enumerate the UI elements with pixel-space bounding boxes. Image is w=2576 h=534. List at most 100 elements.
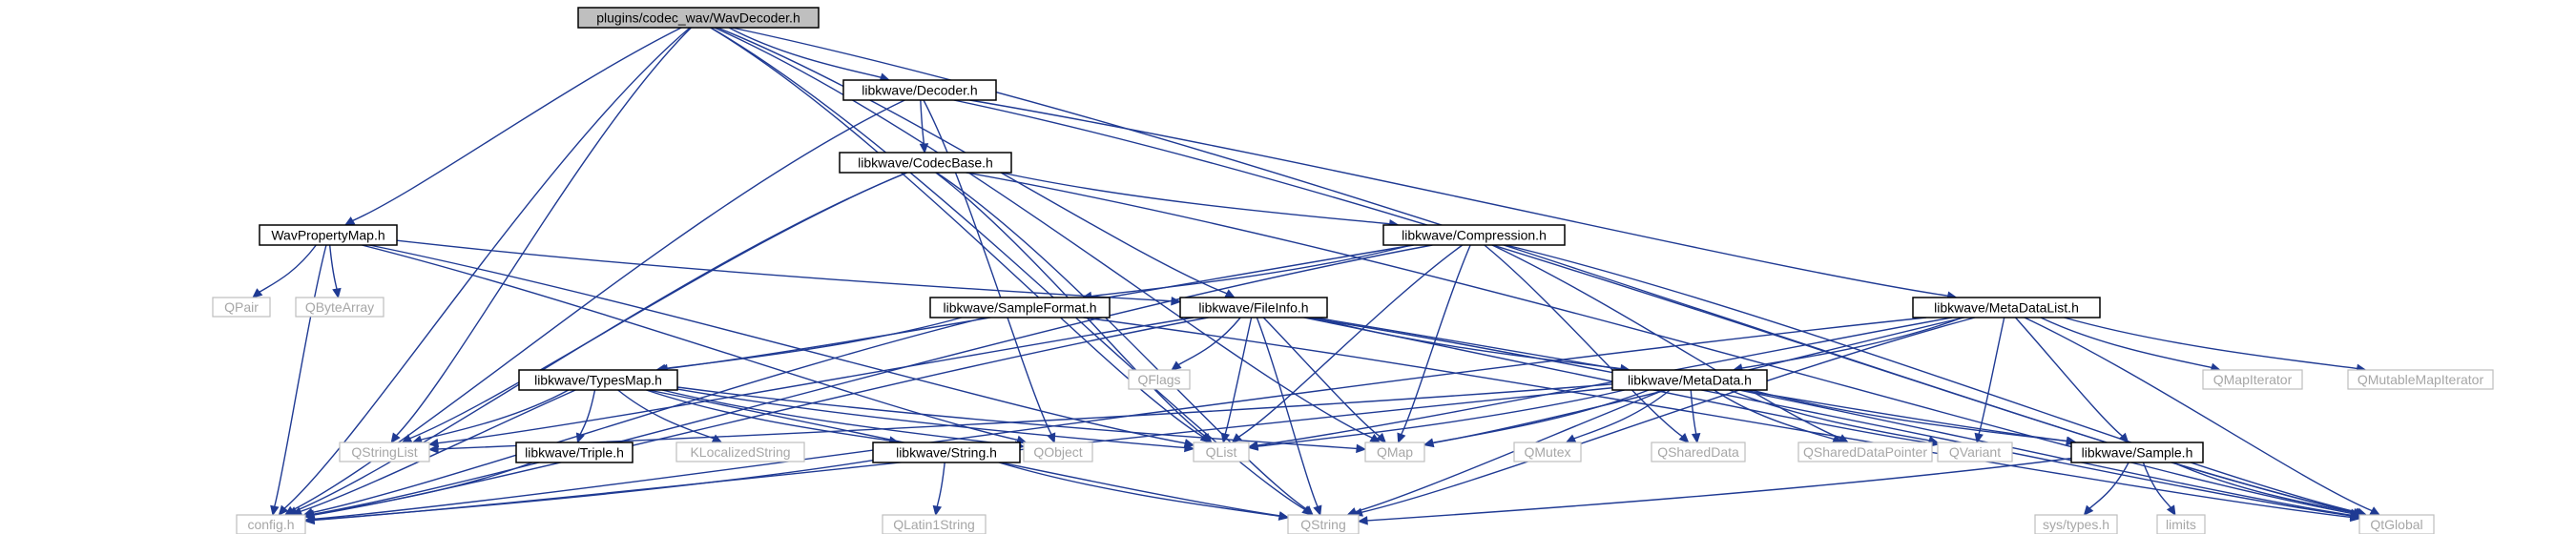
node-wavpropertymap[interactable]: WavPropertyMap.h — [259, 224, 398, 246]
node-sampleformat[interactable]: libkwave/SampleFormat.h — [929, 297, 1111, 318]
edge-arrowhead — [1678, 432, 1690, 443]
edge-line — [292, 99, 905, 511]
edge-WavPropertyMap-to-config — [270, 244, 327, 517]
edge-line — [1432, 389, 1650, 443]
node-label: QSharedDataPointer — [1803, 444, 1927, 460]
edge-WavPropertyMap-to-QByteArray — [328, 244, 342, 299]
node-box — [259, 224, 398, 246]
node-label: QSharedData — [1657, 444, 1739, 460]
edge-line — [936, 462, 945, 507]
node-systypes: sys/types.h — [2034, 514, 2118, 534]
edge-arrowhead — [1346, 507, 1358, 516]
edge-Decoder-to-CodecBase — [919, 99, 929, 154]
edge-FileInfo-to-QMap — [1262, 317, 1387, 443]
edge-MetaDataList-to-QMapIterator — [2040, 317, 2222, 372]
node-metadata[interactable]: libkwave/MetaData.h — [1611, 369, 1768, 391]
node-typesmap[interactable]: libkwave/TypesMap.h — [518, 369, 678, 391]
edge-arrowhead — [1357, 516, 1368, 525]
edge-line — [714, 27, 1373, 439]
node-qmutex: QMutex — [1513, 442, 1582, 462]
node-codecbase[interactable]: libkwave/CodecBase.h — [839, 152, 1012, 174]
node-qstringlist: QStringList — [339, 442, 430, 462]
edge-arrowhead — [427, 438, 440, 448]
edge-arrowhead — [919, 143, 929, 154]
edge-line — [1741, 317, 1963, 369]
node-config: config.h — [236, 514, 306, 534]
edge-line — [1690, 389, 1697, 435]
edge-line — [328, 244, 338, 290]
node-box — [1179, 297, 1328, 318]
node-box — [872, 442, 1021, 463]
node-qlatin1string: QLatin1String — [882, 514, 987, 534]
node-sample[interactable]: libkwave/Sample.h — [2070, 442, 2204, 463]
node-qbytearray: QByteArray — [295, 297, 384, 318]
node-label: plugins/codec_wav/WavDecoder.h — [596, 10, 800, 26]
edge-line — [1083, 317, 2352, 519]
node-box — [839, 152, 1012, 174]
edge-line — [953, 99, 2357, 514]
edge-arrowhead — [2083, 504, 2094, 516]
edge-arrowhead — [303, 509, 316, 519]
edge-line — [312, 317, 986, 514]
edge-MetaData-to-QString — [1346, 389, 1665, 516]
edge-line — [313, 462, 533, 516]
node-box — [212, 297, 271, 318]
node-qstring: QString — [1287, 514, 1360, 534]
edge-FileInfo-to-QStringList — [427, 317, 1194, 448]
node-qtglobal: QtGlobal — [2358, 514, 2435, 534]
node-box — [2070, 442, 2204, 463]
node-label: QMap — [1377, 444, 1413, 460]
edge-line — [1491, 244, 1841, 440]
edge-String-to-config — [303, 460, 874, 524]
node-label: libkwave/CodecBase.h — [858, 155, 993, 171]
node-string[interactable]: libkwave/String.h — [872, 442, 1021, 463]
edge-line — [998, 462, 1280, 517]
node-fileinfo[interactable]: libkwave/FileInfo.h — [1179, 297, 1328, 318]
node-decoder[interactable]: libkwave/Decoder.h — [842, 79, 997, 101]
node-box — [1611, 369, 1768, 391]
edge-arrowhead — [1397, 432, 1406, 444]
node-compression[interactable]: libkwave/Compression.h — [1382, 224, 1566, 246]
edge-TypesMap-to-Triple — [575, 389, 596, 444]
edge-arrowhead — [1691, 433, 1701, 444]
node-wavdecoder[interactable]: plugins/codec_wav/WavDecoder.h — [577, 7, 820, 29]
node-label: QMutex — [1524, 444, 1570, 460]
node-box — [675, 442, 805, 462]
node-label: libkwave/MetaData.h — [1628, 373, 1752, 388]
edge-CodecBase-to-QtGlobal — [966, 172, 2361, 518]
edge-WavDecoder-to-WavPropertyMap — [343, 27, 682, 226]
edge-TypesMap-to-QList — [676, 388, 1195, 453]
edge-Sample-to-limits — [2142, 462, 2176, 517]
edge-line — [2142, 462, 2171, 508]
edge-Compression-to-config — [303, 244, 1433, 519]
edge-Compression-to-QSharedData — [1484, 244, 1690, 443]
node-label: libkwave/MetaDataList.h — [1934, 300, 2079, 316]
edge-Decoder-to-MetaDataList — [969, 99, 1958, 300]
edge-arrowhead — [1302, 505, 1314, 516]
node-label: QFlags — [1137, 372, 1180, 387]
edge-line — [1366, 457, 2072, 522]
edge-line — [2014, 317, 2123, 437]
node-label: libkwave/TypesMap.h — [534, 373, 662, 388]
node-label: libkwave/Triple.h — [525, 445, 624, 461]
node-label: QPair — [224, 299, 259, 315]
node-label: QObject — [1033, 444, 1082, 460]
node-label: sys/types.h — [2043, 517, 2109, 532]
node-box — [295, 297, 384, 318]
node-qmapiterator: QMapIterator — [2202, 369, 2303, 390]
node-qobject: QObject — [1023, 442, 1093, 462]
node-metadatalist[interactable]: libkwave/MetaDataList.h — [1912, 297, 2101, 318]
nodes-layer: plugins/codec_wav/WavDecoder.h libkwave/D… — [212, 7, 2494, 534]
node-triple[interactable]: libkwave/Triple.h — [515, 442, 634, 463]
edge-WavDecoder-to-config — [278, 27, 691, 516]
edge-arrowhead — [1313, 504, 1322, 517]
edge-arrowhead — [575, 432, 585, 444]
edge-line — [437, 317, 1194, 444]
node-label: QStringList — [351, 444, 417, 460]
edge-line — [966, 172, 2352, 514]
edge-line — [1978, 317, 2005, 435]
edge-arrowhead — [1231, 433, 1242, 443]
edge-arrowhead — [332, 287, 342, 299]
node-box — [1513, 442, 1582, 462]
